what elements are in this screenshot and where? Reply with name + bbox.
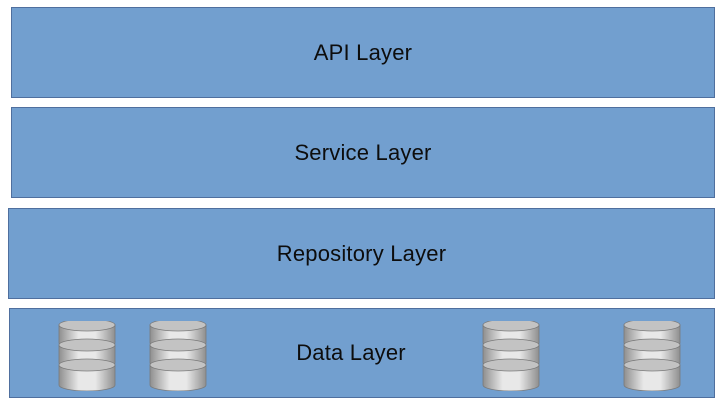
database-icon	[57, 321, 117, 391]
service-layer-label: Service Layer	[294, 139, 432, 165]
database-icon	[622, 321, 682, 391]
api-layer: API Layer	[11, 7, 715, 98]
api-layer-label: API Layer	[313, 39, 413, 65]
database-icon	[481, 321, 541, 391]
data-layer-label: Data Layer	[296, 340, 406, 365]
data-layer: Data Layer	[9, 308, 715, 398]
database-icon	[148, 321, 208, 391]
service-layer: Service Layer	[11, 107, 715, 198]
repository-layer: Repository Layer	[8, 208, 715, 299]
repository-layer-label: Repository Layer	[276, 240, 447, 266]
